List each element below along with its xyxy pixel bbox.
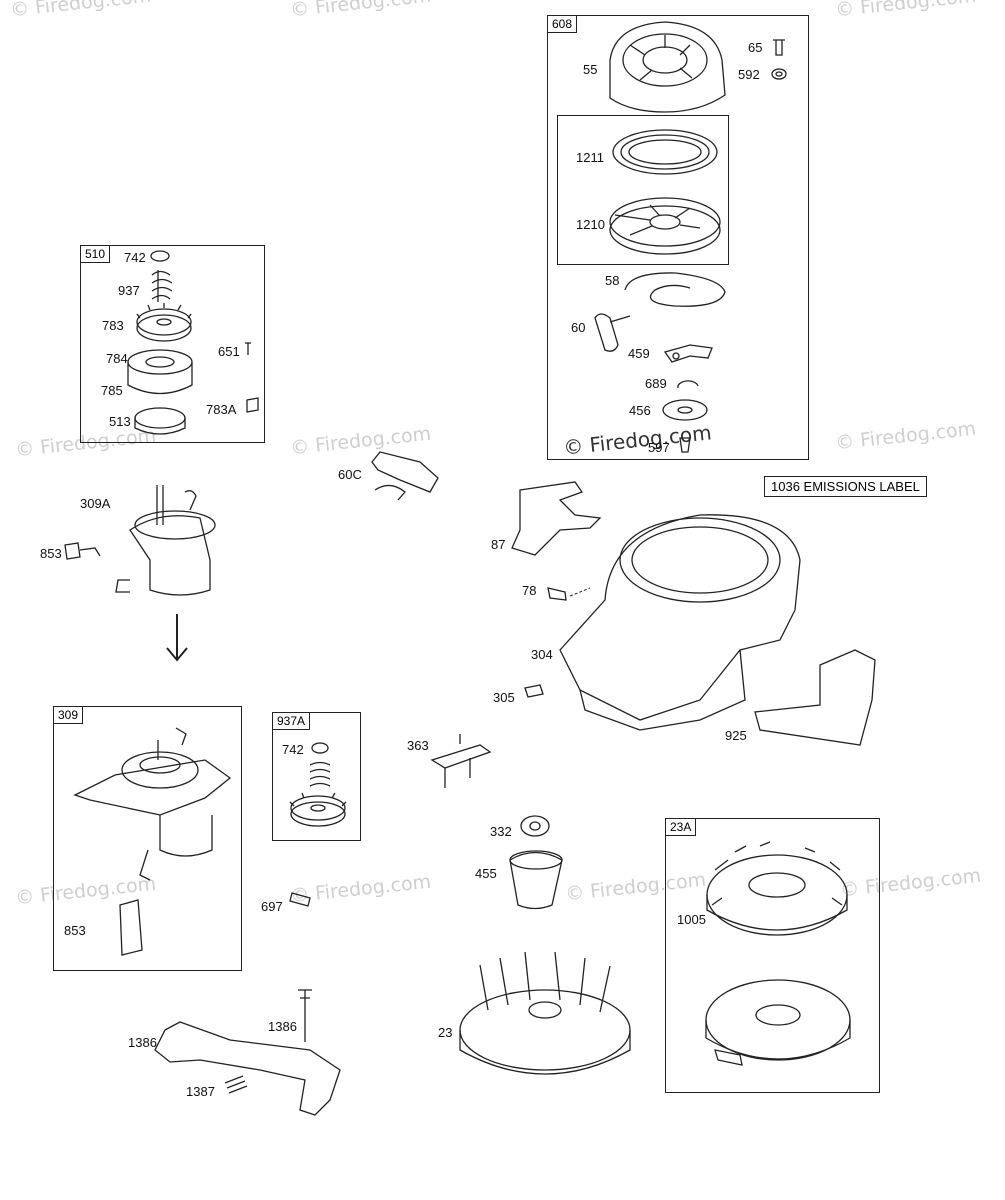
part-label: 853 — [64, 923, 86, 938]
part-label: 78 — [522, 583, 537, 598]
part-label: 697 — [261, 899, 283, 914]
part-label: 784 — [106, 351, 128, 366]
clutch-housing-icon — [127, 349, 193, 395]
part-label: 456 — [629, 403, 651, 418]
part-label: 55 — [583, 62, 598, 77]
part-label: 1210 — [576, 217, 605, 232]
part-label: 689 — [645, 376, 667, 391]
part-label: 455 — [475, 866, 497, 881]
screw-icon — [547, 587, 567, 601]
connector-icon — [64, 542, 101, 560]
part-label: 597 — [648, 440, 670, 455]
part-label: 363 — [407, 738, 429, 753]
pulley-icon — [609, 197, 721, 255]
spring-icon — [151, 270, 173, 302]
part-label: 65 — [748, 40, 763, 55]
part-label: 1211 — [576, 150, 604, 165]
gear-icon — [136, 303, 192, 342]
part-label: 1386 — [128, 1035, 157, 1050]
flywheel-icon — [459, 951, 631, 1075]
part-label: 304 — [531, 647, 553, 662]
retainer-icon — [662, 399, 708, 421]
part-label: 592 — [738, 67, 760, 82]
nut-icon — [771, 68, 787, 80]
air-guide-icon — [511, 481, 602, 556]
pawl-icon — [663, 344, 713, 363]
blower-housing-icon — [559, 514, 801, 731]
clip-icon — [246, 397, 259, 413]
part-label: 651 — [218, 344, 240, 359]
gear-icon — [289, 792, 347, 827]
subgroup-box-recoil — [557, 115, 729, 265]
bolt-icon — [289, 892, 311, 907]
control-lever-icon — [154, 1021, 341, 1116]
drive-cap-icon — [134, 407, 186, 435]
part-label: 332 — [490, 824, 512, 839]
cover-panel-icon — [754, 649, 876, 746]
screw-icon — [524, 684, 544, 698]
group-box-608 — [547, 15, 809, 460]
starter-assembly-icon — [73, 727, 232, 956]
spring-icon — [309, 761, 331, 787]
group-box-23A — [665, 818, 880, 1093]
part-label: 60 — [571, 320, 586, 335]
screw-icon — [773, 39, 785, 56]
starter-cup-icon — [509, 850, 563, 910]
part-label: 742 — [124, 250, 146, 265]
part-label: 785 — [101, 383, 123, 398]
box-tag-608: 608 — [547, 15, 578, 33]
part-label: 925 — [725, 728, 747, 743]
part-label: 1386 — [268, 1019, 297, 1034]
part-label: 305 — [493, 690, 515, 705]
emissions-label: 1036 EMISSIONS LABEL — [764, 476, 927, 497]
starter-handle-icon — [594, 313, 631, 352]
part-label: 783A — [206, 402, 237, 417]
box-tag-510: 510 — [80, 245, 111, 263]
part-label: 937 — [118, 283, 140, 298]
box-tag-937A: 937A — [272, 712, 311, 730]
part-label: 58 — [605, 273, 620, 288]
recoil-spring-icon — [612, 129, 718, 175]
part-label: 513 — [109, 414, 131, 429]
washer-icon — [311, 742, 329, 754]
box-tag-23A: 23A — [665, 818, 697, 836]
part-label: 783 — [102, 318, 124, 333]
part-label: 853 — [40, 546, 62, 561]
flywheel-rotor-icon — [705, 979, 851, 1066]
part-label: 87 — [491, 537, 506, 552]
spring-icon — [224, 1075, 248, 1094]
group-box-937A — [272, 712, 361, 841]
washer-icon — [150, 250, 170, 262]
nut-icon — [520, 815, 550, 837]
retainer-ring-icon — [677, 380, 699, 389]
recoil-housing-icon — [609, 21, 726, 113]
box-tag-309: 309 — [53, 706, 84, 724]
bolt-icon — [298, 989, 312, 1042]
arrow-down-icon — [166, 614, 188, 662]
part-label: 742 — [282, 742, 304, 757]
control-bracket-icon — [371, 451, 439, 501]
group-box-309 — [53, 706, 242, 971]
part-label: 1005 — [677, 912, 706, 927]
part-label: 23 — [438, 1025, 453, 1040]
part-label: 459 — [628, 346, 650, 361]
pin-icon — [245, 342, 251, 355]
mounting-bracket-icon — [430, 734, 492, 788]
screw-icon — [679, 437, 691, 453]
fan-flywheel-icon — [706, 841, 848, 936]
starter-rope-icon — [624, 272, 726, 307]
starter-motor-icon — [115, 485, 216, 596]
group-box-510 — [80, 245, 265, 443]
part-label: 309A — [80, 496, 111, 511]
part-label: 1387 — [186, 1084, 215, 1099]
part-label: 60C — [338, 467, 362, 482]
